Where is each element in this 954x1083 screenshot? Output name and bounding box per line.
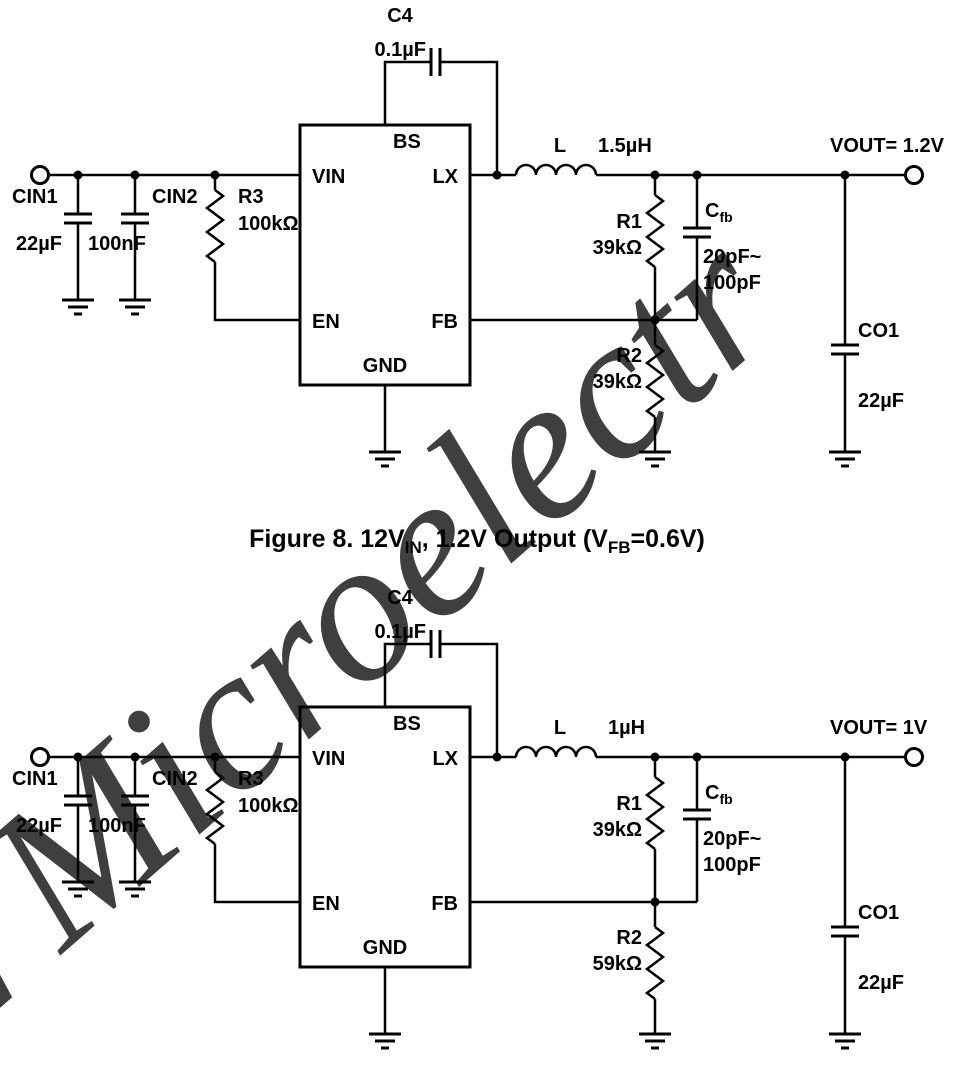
- pin-lx: LX: [432, 166, 458, 188]
- cin1-label: CIN1: [12, 768, 58, 790]
- pin-en: EN: [312, 893, 340, 915]
- pin-bs: BS: [393, 713, 421, 735]
- figure-caption: Figure 8. 12VIN, 1.2V Output (VFB=0.6V): [249, 525, 705, 557]
- ground-symbols: [62, 298, 861, 468]
- cfb-value-max: 100pF: [703, 854, 761, 876]
- pin-gnd: GND: [363, 355, 407, 377]
- circuit-figure-9: C4 0.1µF CIN1 22µF CIN2 100nF R3 100kΩ V…: [12, 587, 928, 1050]
- wires: [49, 642, 905, 1034]
- wires: [49, 60, 905, 452]
- r2-value: 59kΩ: [593, 953, 642, 975]
- cfb-value-min: 20pF~: [703, 246, 761, 268]
- cin1-value: 22µF: [16, 233, 62, 255]
- co1-value: 22µF: [858, 390, 904, 412]
- input-terminal: [30, 747, 50, 767]
- pin-vin: VIN: [312, 748, 345, 770]
- co1-label: CO1: [858, 320, 899, 342]
- r2-label: R2: [616, 927, 642, 949]
- output-terminal: [904, 747, 924, 767]
- c4-value: 0.1µF: [374, 621, 426, 643]
- co1-value: 22µF: [858, 972, 904, 994]
- output-terminal: [904, 165, 924, 185]
- cfb-value-max: 100pF: [703, 272, 761, 294]
- r3-label: R3: [238, 186, 264, 208]
- capacitor-plates: [64, 630, 859, 938]
- inductor-value: 1.5µH: [598, 135, 652, 157]
- r1-value: 39kΩ: [593, 237, 642, 259]
- pin-gnd: GND: [363, 937, 407, 959]
- cin2-label: CIN2: [152, 768, 198, 790]
- r3-value: 100kΩ: [238, 213, 299, 235]
- cin1-value: 22µF: [16, 815, 62, 837]
- r1-value: 39kΩ: [593, 819, 642, 841]
- pin-fb: FB: [431, 893, 458, 915]
- pin-bs: BS: [393, 131, 421, 153]
- co1-label: CO1: [858, 902, 899, 924]
- inductor-label: L: [554, 717, 566, 739]
- ic-body: [298, 705, 472, 969]
- c4-label: C4: [387, 5, 413, 27]
- cfb-value-min: 20pF~: [703, 828, 761, 850]
- cin2-label: CIN2: [152, 186, 198, 208]
- vout-label: VOUT= 1V: [830, 717, 928, 739]
- cfb-label: Cfb: [705, 200, 733, 225]
- pin-fb: FB: [431, 311, 458, 333]
- circuit-figure-8: C4 0.1µF CIN1 22µF CIN2 100nF R3 100kΩ V…: [12, 5, 945, 557]
- r2-label: R2: [616, 345, 642, 367]
- c4-value: 0.1µF: [374, 39, 426, 61]
- r3-value: 100kΩ: [238, 795, 299, 817]
- r3-label: R3: [238, 768, 264, 790]
- cin1-label: CIN1: [12, 186, 58, 208]
- vout-label: VOUT= 1.2V: [830, 135, 945, 157]
- r2-value: 39kΩ: [593, 371, 642, 393]
- junction-dots: [73, 752, 850, 907]
- capacitor-plates: [64, 48, 859, 356]
- inductor-value: 1µH: [608, 717, 645, 739]
- cfb-label: Cfb: [705, 782, 733, 807]
- r1-label: R1: [616, 793, 642, 815]
- pin-lx: LX: [432, 748, 458, 770]
- pin-en: EN: [312, 311, 340, 333]
- pin-vin: VIN: [312, 166, 345, 188]
- r1-label: R1: [616, 211, 642, 233]
- inductor-label: L: [554, 135, 566, 157]
- cin2-value: 100nF: [88, 815, 146, 837]
- ground-symbols: [62, 880, 861, 1050]
- ic-body: [298, 123, 472, 387]
- junction-dots: [73, 170, 850, 325]
- c4-label: C4: [387, 587, 413, 609]
- input-terminal: [30, 165, 50, 185]
- cin2-value: 100nF: [88, 233, 146, 255]
